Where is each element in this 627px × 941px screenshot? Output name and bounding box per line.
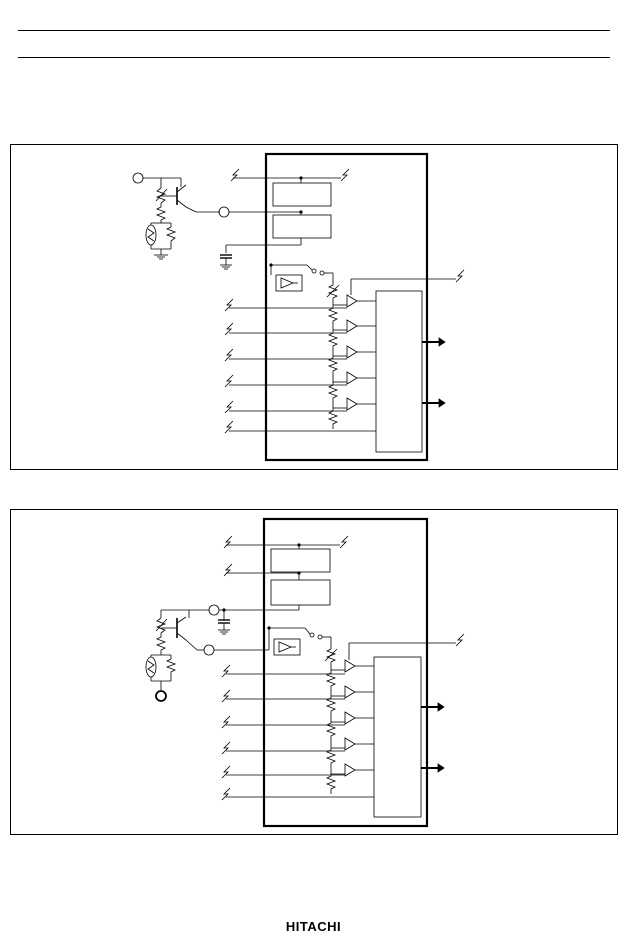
input-terminal bbox=[132, 172, 144, 184]
capacitor-ground bbox=[220, 238, 302, 270]
circuit-diagram-2 bbox=[10, 509, 618, 835]
output-arrows bbox=[421, 702, 445, 773]
node-circle-upper bbox=[208, 604, 220, 616]
comparators bbox=[333, 294, 376, 411]
header-rule-bottom bbox=[18, 57, 610, 58]
buffer-amp bbox=[269, 263, 334, 292]
buffer-amp bbox=[267, 626, 332, 656]
footer-brand-logo: HITACHI bbox=[285, 919, 342, 934]
comparator-4 bbox=[331, 737, 374, 751]
ic-chip-outline bbox=[264, 152, 429, 462]
input-lines bbox=[221, 664, 374, 801]
circuit-diagram-1-svg bbox=[132, 152, 465, 462]
input-lines bbox=[224, 298, 376, 434]
reference-line bbox=[350, 269, 465, 295]
circuit-diagram-2-svg bbox=[145, 517, 465, 828]
comparator-3 bbox=[331, 711, 374, 725]
internal-block-2 bbox=[272, 214, 332, 239]
supply-line-top bbox=[230, 168, 350, 183]
logic-block bbox=[373, 656, 422, 818]
comparator-2 bbox=[331, 685, 374, 699]
header-rule-top bbox=[18, 30, 610, 31]
output-node-circle bbox=[218, 206, 230, 218]
circuit-diagram-1 bbox=[10, 144, 618, 470]
comparator-5 bbox=[331, 763, 374, 777]
resistor-ladder bbox=[324, 648, 338, 794]
node-circle-lower bbox=[203, 644, 215, 656]
ic-chip-outline bbox=[262, 517, 429, 828]
comparators bbox=[331, 659, 374, 777]
internal-block-1 bbox=[272, 182, 332, 207]
internal-block-2 bbox=[270, 579, 331, 606]
comparator-2 bbox=[333, 319, 376, 333]
comparator-1 bbox=[333, 294, 376, 308]
output-arrows bbox=[422, 337, 446, 408]
logic-block bbox=[375, 290, 423, 453]
comparator-1 bbox=[331, 659, 374, 673]
reference-line bbox=[348, 633, 465, 660]
supply-lines bbox=[223, 535, 349, 580]
sensor-circuit bbox=[145, 604, 300, 702]
resistor-ladder bbox=[326, 284, 340, 429]
comparator-5 bbox=[333, 397, 376, 411]
internal-block-1 bbox=[270, 548, 331, 573]
sensor-circuit bbox=[132, 172, 303, 260]
comparator-4 bbox=[333, 371, 376, 385]
comparator-3 bbox=[333, 345, 376, 359]
output-terminal bbox=[155, 690, 167, 702]
